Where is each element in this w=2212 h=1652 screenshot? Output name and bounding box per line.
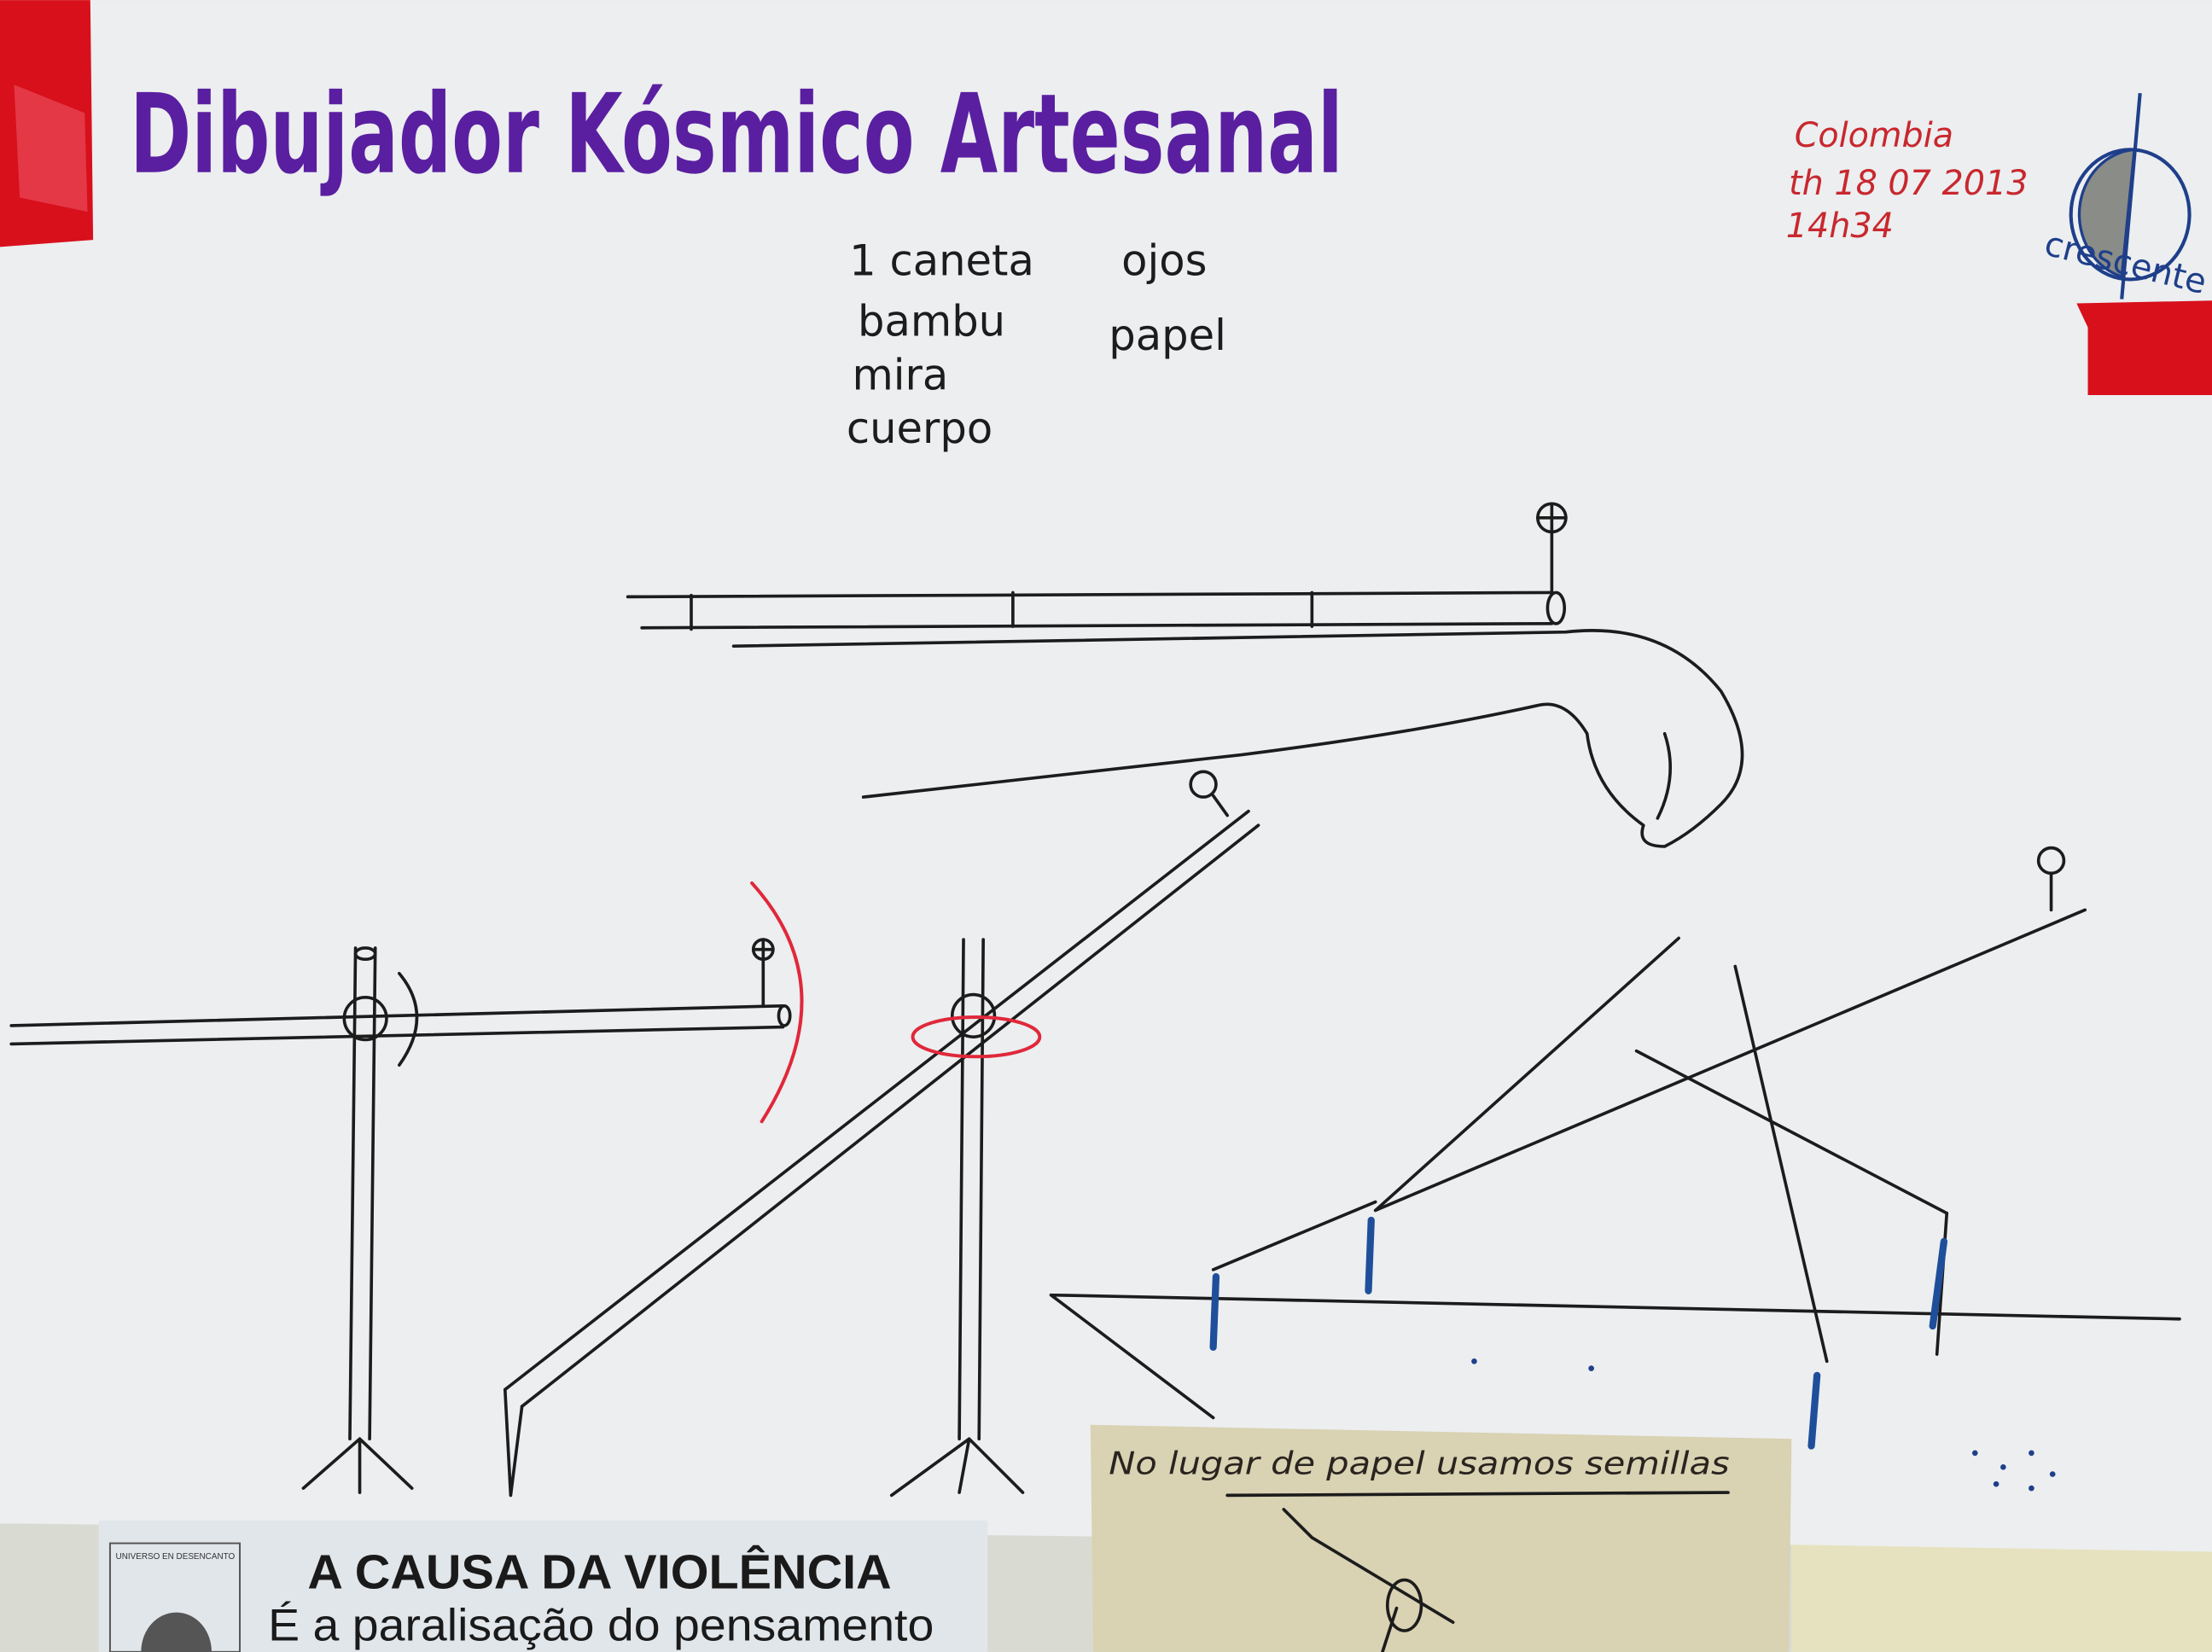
poster-title: Dibujador Kósmico Artesanal (130, 71, 1343, 199)
moon-crescent-icon (2069, 93, 2192, 300)
material-item: papel (1109, 311, 1226, 360)
materials-list: 1 caneta bambu mira cuerpo ojos papel (847, 236, 1226, 453)
bamboo-sketch-top (626, 502, 1744, 848)
clipping-badge-text: UNIVERSO EN DESENCANTO (116, 1552, 236, 1562)
bamboo-sketch-middle (503, 770, 1260, 1498)
newspaper-clipping (98, 1521, 988, 1652)
date-stamp: Colombia th 18 07 2013 14h34 (1786, 116, 2029, 246)
material-item: ojos (1121, 236, 1207, 285)
material-item: mira (852, 350, 948, 399)
tape-shine (14, 84, 88, 212)
clipping-subline: É a paralisação do pensamento (268, 1601, 934, 1651)
poster-sheet (0, 0, 2212, 1552)
tape-right (2076, 300, 2212, 395)
bamboo-sketch-left (9, 938, 792, 1494)
clipping-headline: A CAUSA DA VIOLÊNCIA (307, 1544, 891, 1598)
rotation-arrow-horizontal (911, 1015, 1042, 1059)
bamboo-sketch-right (1049, 846, 2181, 1420)
pen-tips (1209, 1216, 1948, 1450)
rotation-arrow-vertical (750, 881, 804, 1124)
material-item: 1 caneta (849, 236, 1034, 285)
wall-bottom-right (1791, 1530, 2212, 1652)
note-card (1090, 1424, 1792, 1652)
clipping-badge-emblem (141, 1612, 212, 1652)
seed-dots (1471, 1358, 2056, 1492)
note-sketch (1225, 1491, 1730, 1652)
material-item: bambu (858, 297, 1005, 346)
note-text: No lugar de papel usamos semillas (1109, 1446, 1729, 1482)
location-text: Colombia (1795, 116, 1953, 155)
date-text: th 18 07 2013 (1789, 164, 2028, 203)
time-text: 14h34 (1786, 206, 1894, 246)
material-item: cuerpo (847, 404, 992, 453)
